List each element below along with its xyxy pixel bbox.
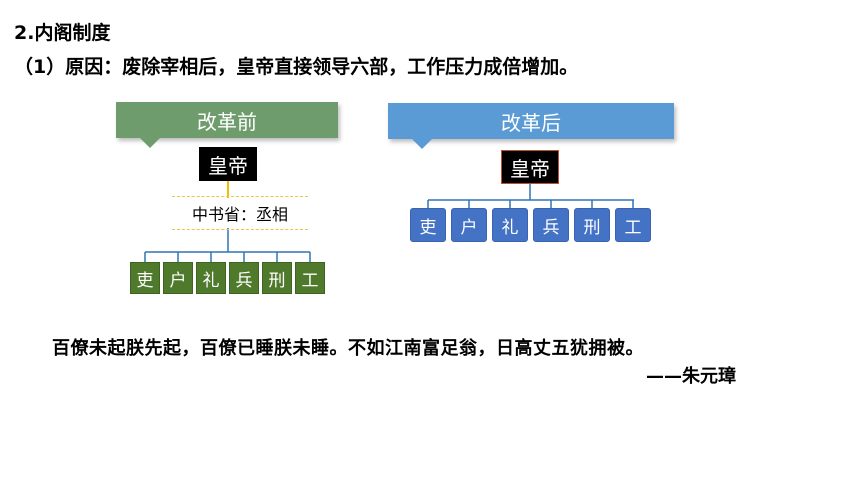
before-emperor-box: 皇帝 <box>199 147 257 181</box>
after-ministry-justice: 刑 <box>574 208 610 242</box>
quote-text: 百僚未起朕先起，百僚已睡朕未睡。不如江南富足翁，日高丈五犹拥被。 <box>52 338 644 359</box>
reason-text: （1）原因：废除宰相后，皇帝直接领导六部，工作压力成倍增加。 <box>14 56 579 78</box>
before-ministry-revenue: 户 <box>163 262 193 294</box>
before-ministry-war: 兵 <box>229 262 259 294</box>
after-ministry-revenue: 户 <box>451 208 487 242</box>
before-ministry-rites: 礼 <box>196 262 226 294</box>
after-banner: 改革后 <box>388 103 674 149</box>
after-ministry-war: 兵 <box>533 208 569 242</box>
before-ministry-personnel: 吏 <box>130 262 160 294</box>
section-title: 2.内阁制度 <box>14 22 111 44</box>
after-ministry-works: 工 <box>615 208 651 242</box>
after-ministry-personnel: 吏 <box>410 208 446 242</box>
chancellor-box: 中书省：丞相 <box>172 196 308 230</box>
before-banner: 改革前 <box>116 102 338 148</box>
before-banner-label: 改革前 <box>197 109 257 134</box>
after-banner-label: 改革后 <box>501 110 561 135</box>
before-ministry-works: 工 <box>295 262 325 294</box>
after-ministry-rites: 礼 <box>492 208 528 242</box>
after-emperor-box: 皇帝 <box>501 150 559 184</box>
quote-author: ——朱元璋 <box>646 366 736 387</box>
before-ministry-justice: 刑 <box>262 262 292 294</box>
